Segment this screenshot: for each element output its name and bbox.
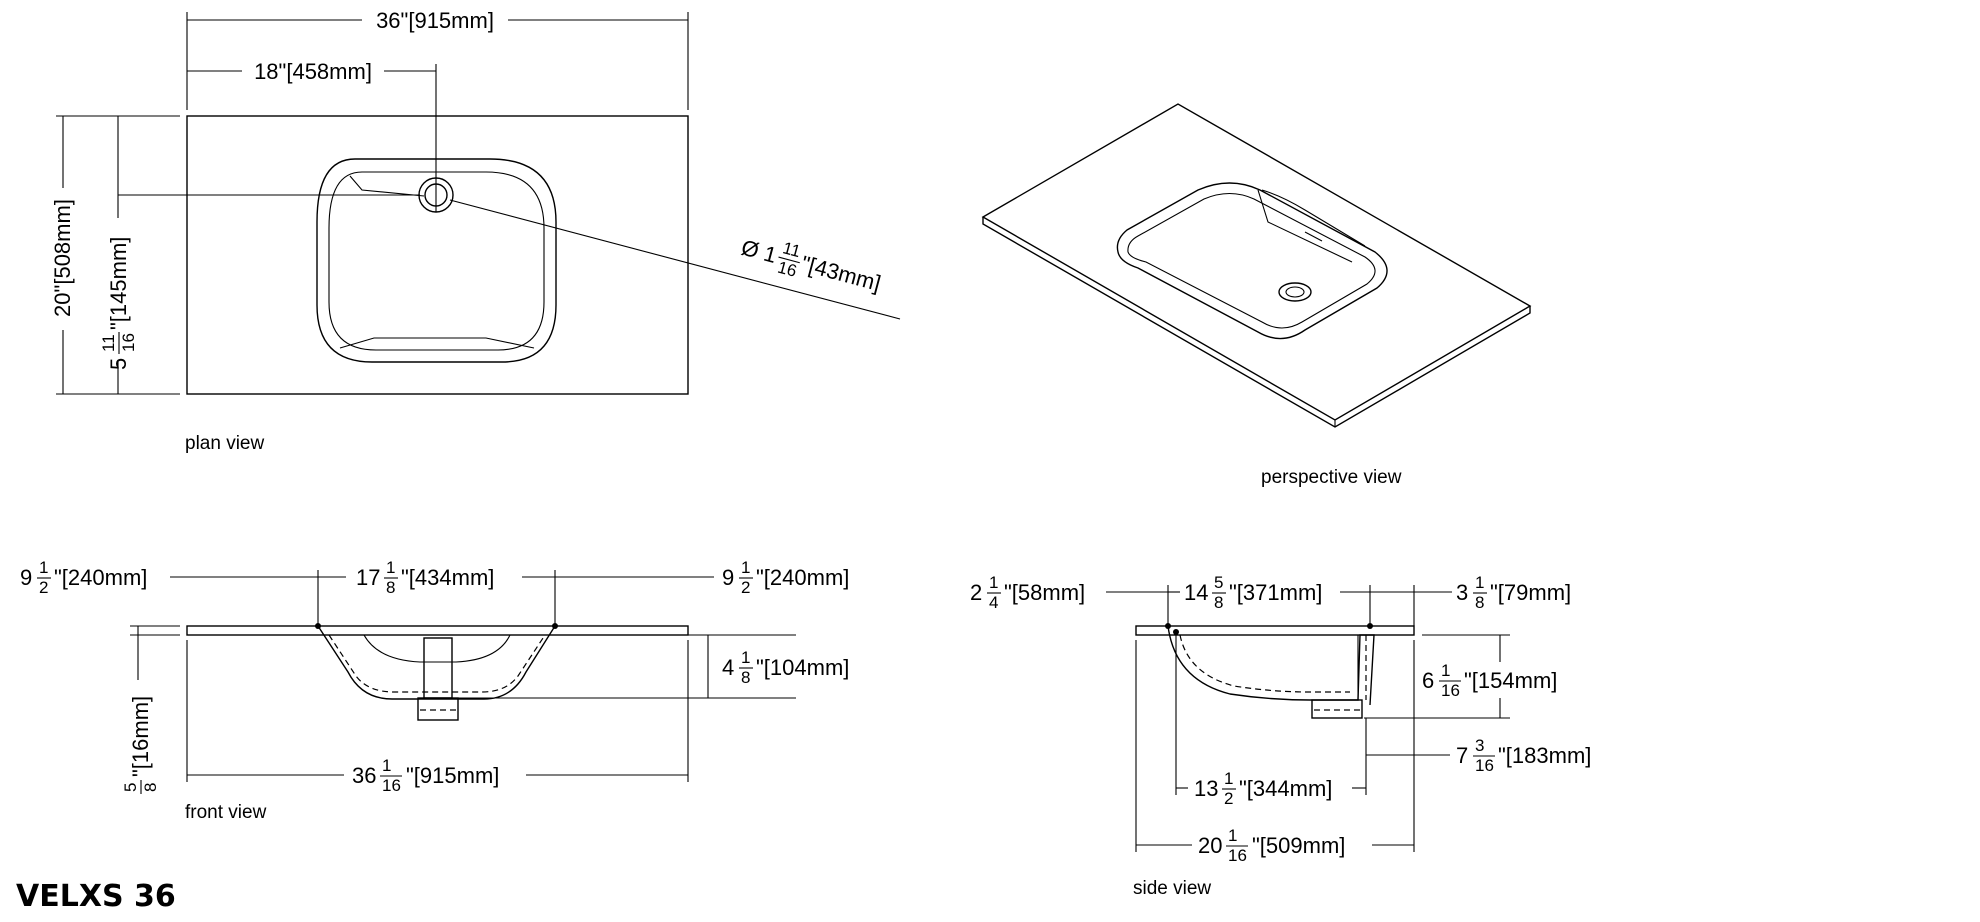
product-title: VELXS 36 (16, 879, 176, 914)
svg-text:1: 1 (741, 558, 750, 577)
svg-text:17: 17 (356, 565, 380, 590)
front-view-label: front view (185, 802, 267, 823)
plan-overall-depth: 20"[508mm] (50, 199, 75, 317)
side-back-margin: 3 1 8 "[79mm] (1456, 573, 1571, 612)
svg-text:"[915mm]: "[915mm] (406, 763, 499, 788)
svg-text:"[16mm]: "[16mm] (128, 696, 153, 777)
plan-overall-width: 36"[915mm] (376, 8, 494, 33)
svg-text:16: 16 (119, 333, 138, 352)
svg-text:8: 8 (1214, 593, 1223, 612)
svg-text:"[79mm]: "[79mm] (1490, 580, 1571, 605)
svg-text:"[371mm]: "[371mm] (1229, 580, 1322, 605)
svg-text:9: 9 (20, 565, 32, 590)
svg-text:16: 16 (1475, 756, 1494, 775)
svg-text:8: 8 (386, 578, 395, 597)
svg-text:3: 3 (1456, 580, 1468, 605)
side-view: 2 1 4 "[58mm] 14 5 8 "[371mm] 3 1 8 "[79… (970, 573, 1591, 899)
side-front-margin: 2 1 4 "[58mm] (970, 573, 1085, 612)
plan-view-label: plan view (185, 433, 264, 454)
svg-text:1: 1 (741, 648, 750, 667)
front-left-margin: 9 1 2 "[240mm] (20, 558, 147, 597)
front-bowl-width: 17 1 8 "[434mm] (356, 558, 494, 597)
svg-text:2: 2 (1224, 789, 1233, 808)
svg-text:"[58mm]: "[58mm] (1004, 580, 1085, 605)
svg-text:1: 1 (386, 558, 395, 577)
svg-text:8: 8 (1475, 593, 1484, 612)
plan-view: 36"[915mm] 18"[458mm] 20"[508mm] 5 11 16… (50, 8, 901, 454)
svg-text:6: 6 (1422, 668, 1434, 693)
svg-text:1: 1 (1441, 661, 1450, 680)
svg-text:11: 11 (781, 238, 803, 261)
front-right-margin: 9 1 2 "[240mm] (722, 558, 849, 597)
svg-text:"[240mm]: "[240mm] (756, 565, 849, 590)
perspective-view: perspective view (981, 103, 1532, 488)
side-overall-depth: 20 1 16 "[509mm] (1198, 826, 1345, 865)
side-bowl-length: 14 5 8 "[371mm] (1184, 573, 1322, 612)
svg-text:"[434mm]: "[434mm] (401, 565, 494, 590)
front-top-thickness: 5 8 "[16mm] (121, 696, 160, 794)
svg-text:14: 14 (1184, 580, 1208, 605)
svg-text:36: 36 (352, 763, 376, 788)
front-bowl-depth: 4 1 8 "[104mm] (722, 648, 849, 687)
svg-text:4: 4 (722, 655, 734, 680)
svg-text:"[183mm]: "[183mm] (1498, 743, 1591, 768)
svg-text:1: 1 (1228, 826, 1237, 845)
svg-text:16: 16 (1441, 681, 1460, 700)
svg-text:16: 16 (382, 776, 401, 795)
svg-text:3: 3 (1475, 736, 1484, 755)
svg-text:9: 9 (722, 565, 734, 590)
side-overall-height: 6 1 16 "[154mm] (1422, 661, 1557, 700)
svg-text:7: 7 (1456, 743, 1468, 768)
svg-text:20: 20 (1198, 833, 1222, 858)
svg-text:11: 11 (99, 334, 118, 352)
svg-text:2: 2 (970, 580, 982, 605)
svg-text:13: 13 (1194, 776, 1218, 801)
front-view: 9 1 2 "[240mm] 17 1 8 "[434mm] 9 1 2 "[2… (20, 558, 849, 823)
side-drain-to-front: 13 1 2 "[344mm] (1194, 769, 1332, 808)
side-drain-offset: 7 3 16 "[183mm] (1456, 736, 1591, 775)
svg-text:16: 16 (776, 258, 799, 281)
svg-text:1: 1 (1475, 573, 1484, 592)
svg-text:1: 1 (1224, 769, 1233, 788)
svg-text:5: 5 (1214, 573, 1223, 592)
svg-text:"[43mm]: "[43mm] (799, 251, 884, 296)
plan-center-offset: 18"[458mm] (254, 59, 372, 84)
svg-text:2: 2 (741, 578, 750, 597)
svg-text:8: 8 (741, 668, 750, 687)
svg-text:4: 4 (989, 593, 998, 612)
plan-drain-from-back: 5 11 16 "[145mm] (99, 237, 138, 370)
svg-text:2: 2 (39, 578, 48, 597)
svg-text:1: 1 (39, 558, 48, 577)
svg-text:"[240mm]: "[240mm] (54, 565, 147, 590)
svg-text:"[104mm]: "[104mm] (756, 655, 849, 680)
svg-text:5: 5 (121, 783, 140, 792)
svg-text:Ø 1: Ø 1 (739, 235, 780, 268)
side-view-label: side view (1133, 878, 1211, 899)
svg-text:"[344mm]: "[344mm] (1239, 776, 1332, 801)
plan-drain-diameter: Ø 1 11 16 "[43mm] (739, 235, 884, 296)
svg-text:16: 16 (1228, 846, 1247, 865)
perspective-view-label: perspective view (1261, 467, 1402, 488)
front-overall-width: 36 1 16 "[915mm] (352, 756, 499, 795)
svg-text:1: 1 (382, 756, 391, 775)
svg-text:1: 1 (989, 573, 998, 592)
svg-text:"[145mm]: "[145mm] (106, 237, 131, 330)
svg-text:"[154mm]: "[154mm] (1464, 668, 1557, 693)
svg-text:"[509mm]: "[509mm] (1252, 833, 1345, 858)
svg-text:8: 8 (141, 783, 160, 792)
svg-text:5: 5 (106, 358, 131, 370)
